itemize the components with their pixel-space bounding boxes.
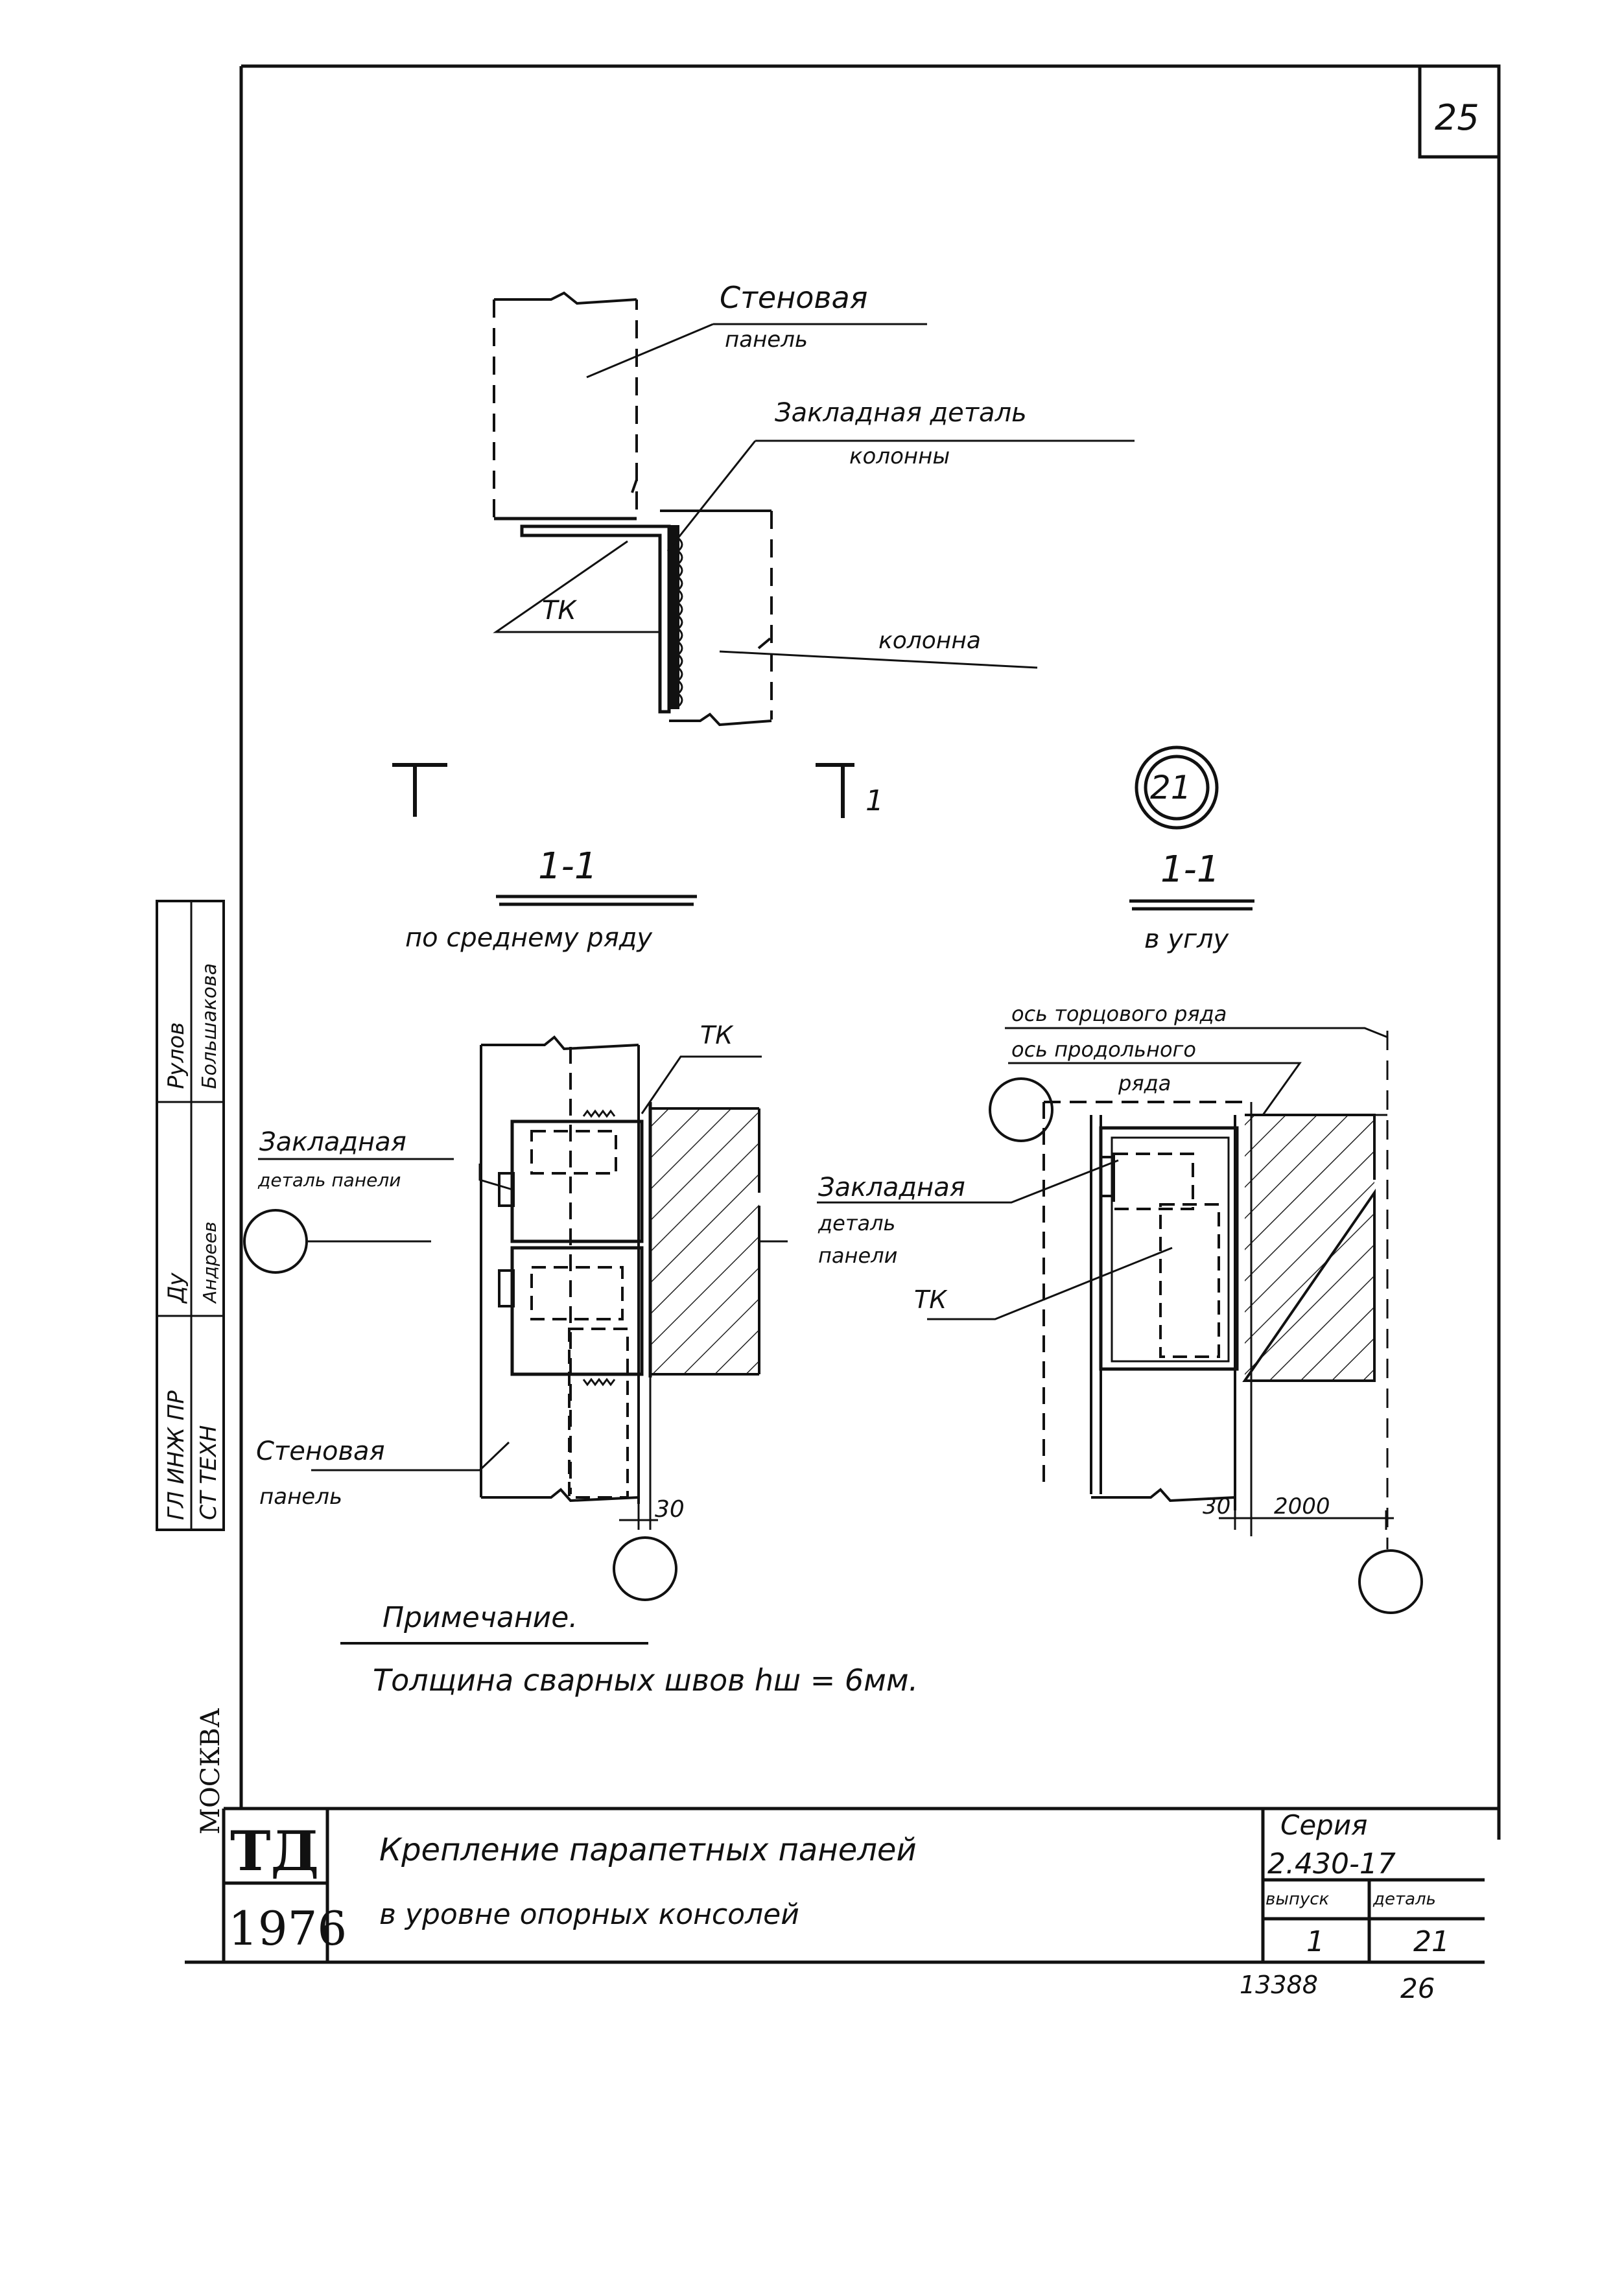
right-label-axis-long-2: ряда <box>1118 1071 1171 1096</box>
stamp-row2-sign: Андреев <box>199 1221 220 1304</box>
label-embedded-column-1: Закладная деталь <box>775 398 1027 428</box>
detail-value: 21 <box>1413 1925 1450 1958</box>
section-right-title: 1-1 <box>1160 849 1219 891</box>
issue-label: выпуск <box>1265 1890 1330 1909</box>
label-wall-panel-top-1: Стеновая <box>720 280 867 315</box>
section-right-subtitle: в углу <box>1144 924 1230 954</box>
right-label-tk: ТК <box>914 1285 948 1314</box>
axis-circle-left-1 <box>243 1209 308 1274</box>
axis-circle-left-2 <box>613 1536 677 1601</box>
section-marks <box>392 763 854 818</box>
sheet-frame <box>185 64 1501 1964</box>
left-label-wall-1: Стеновая <box>256 1436 385 1466</box>
label-column-top: колонна <box>878 627 981 654</box>
section-left-subtitle: по среднему ряду <box>405 923 653 953</box>
right-label-embedded-3: панели <box>818 1243 897 1268</box>
right-label-embedded-2: деталь <box>818 1211 895 1236</box>
right-section <box>817 1027 1394 1549</box>
axis-circle-right-1 <box>989 1077 1053 1142</box>
detail-circle-number: 21 <box>1150 769 1192 806</box>
detail-label: деталь <box>1372 1890 1436 1909</box>
axis-circle-right-2 <box>1358 1549 1423 1614</box>
stamp-city: МОСКВА <box>196 1708 226 1834</box>
left-label-embedded-2: деталь панели <box>257 1169 401 1191</box>
right-label-axis-long-1: ось продольного <box>1011 1037 1196 1062</box>
bottom-right-number: 26 <box>1400 1973 1435 2004</box>
right-label-embedded-1: Закладная <box>818 1173 965 1202</box>
title-line-2: в уровне опорных консолей <box>379 1898 799 1931</box>
right-label-axis-end: ось торцового ряда <box>1011 1002 1227 1026</box>
section-right-title-underline <box>1129 899 1254 911</box>
section-mark-number: 1 <box>865 784 884 817</box>
label-embedded-column-2: колонны <box>849 443 950 469</box>
stamp-number: 13388 <box>1240 1971 1318 1999</box>
stamp-row1-role: ГЛ ИНЖ ПР <box>163 1390 189 1520</box>
title-year: 1976 <box>228 1901 347 1956</box>
note-heading: Примечание. <box>382 1601 578 1634</box>
left-label-tk: ТК <box>700 1021 734 1049</box>
stamp-row2-name: Большакова <box>198 963 221 1089</box>
title-block <box>222 1809 1485 1962</box>
stamp-row1-sign: Ду <box>163 1272 189 1304</box>
series-label: Серия <box>1280 1809 1367 1841</box>
title-logo: ТД <box>230 1819 319 1883</box>
page-number: 25 <box>1435 97 1479 138</box>
side-stamp: ГЛ ИНЖ ПР Ду Рулов СТ ТЕХН Андреев Больш… <box>156 900 226 1834</box>
stamp-row2-role: СТ ТЕХН <box>196 1425 222 1520</box>
section-left-title: 1-1 <box>538 845 597 887</box>
issue-value: 1 <box>1306 1925 1324 1958</box>
stamp-row1-name: Рулов <box>163 1022 189 1089</box>
label-tk-top: ТК <box>542 596 577 626</box>
title-line-1: Крепление парапетных панелей <box>379 1832 917 1868</box>
right-dim-30: 30 <box>1203 1494 1230 1519</box>
left-dim-30: 30 <box>655 1496 685 1523</box>
left-label-wall-2: панель <box>259 1484 342 1510</box>
series-value: 2.430-17 <box>1267 1847 1396 1881</box>
left-section <box>308 1035 788 1530</box>
label-wall-panel-top-2: панель <box>725 327 808 353</box>
section-left-title-underline <box>496 895 697 906</box>
right-dim-2000: 2000 <box>1274 1494 1330 1519</box>
note-text: Толщина сварных швов hш = 6мм. <box>373 1663 918 1698</box>
detail-circle <box>1135 745 1219 830</box>
left-label-embedded-1: Закладная <box>259 1127 406 1157</box>
top-detail <box>493 291 1135 727</box>
page-number-box: 25 <box>1418 64 1501 159</box>
